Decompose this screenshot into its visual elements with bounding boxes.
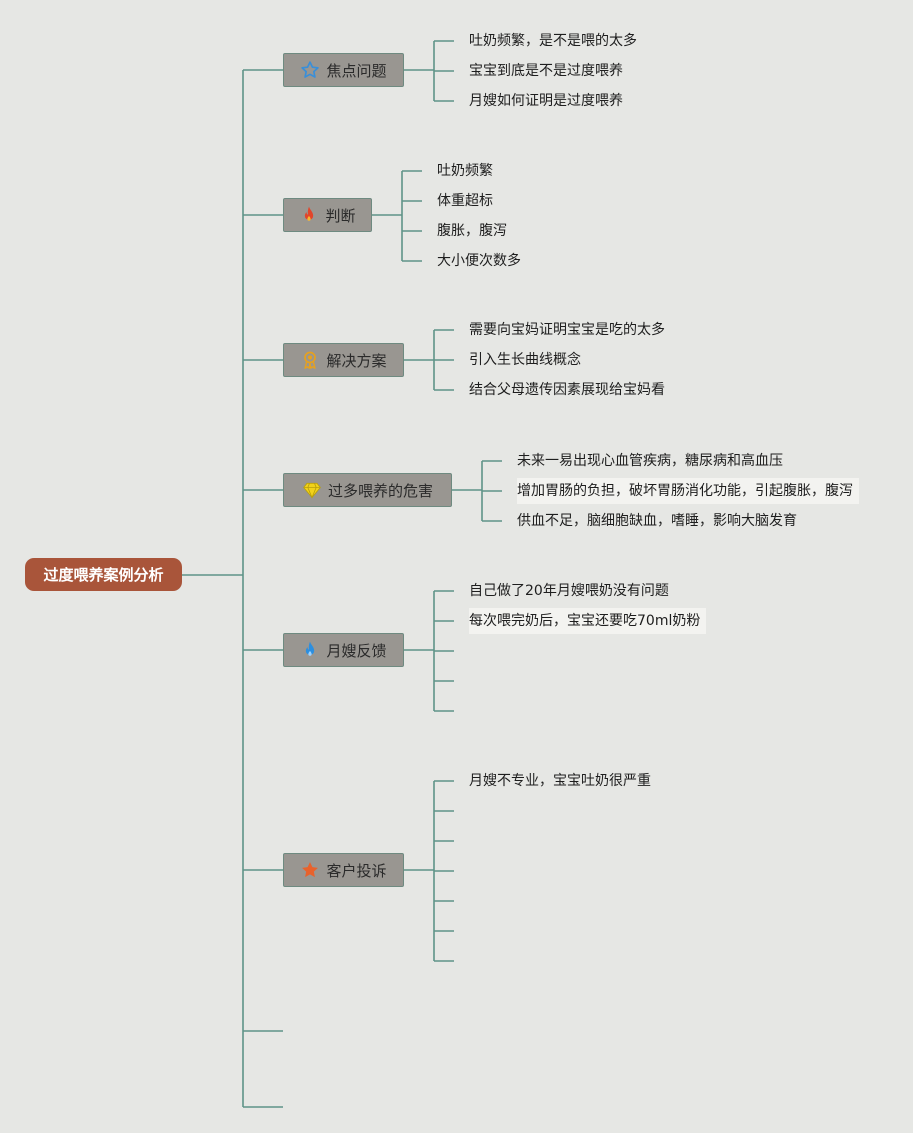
diamond-icon bbox=[302, 480, 322, 500]
leaf-item[interactable]: 宝宝到底是不是过度喂养 bbox=[469, 63, 623, 79]
water-flame-icon bbox=[300, 640, 320, 660]
leaf-item[interactable]: 引入生长曲线概念 bbox=[469, 352, 581, 368]
star-filled-icon bbox=[300, 860, 320, 880]
leaf-item[interactable]: 大小便次数多 bbox=[437, 253, 521, 269]
leaf-item[interactable]: 供血不足，脑细胞缺血，嗜睡，影响大脑发育 bbox=[517, 513, 797, 529]
branch-node-2[interactable]: 判断 bbox=[283, 198, 372, 232]
leaf-item[interactable]: 每次喂完奶后，宝宝还要吃70ml奶粉 bbox=[469, 608, 707, 634]
leaf-item[interactable]: 体重超标 bbox=[437, 193, 493, 209]
branch-label: 解决方案 bbox=[326, 351, 387, 370]
branch-label: 客户投诉 bbox=[326, 861, 387, 880]
leaf-item[interactable]: 吐奶频繁，是不是喂的太多 bbox=[469, 33, 637, 49]
leaf-item[interactable]: 需要向宝妈证明宝宝是吃的太多 bbox=[469, 322, 665, 338]
root-label: 过度喂养案例分析 bbox=[43, 566, 164, 584]
star-outline-icon bbox=[300, 60, 320, 80]
branch-label: 焦点问题 bbox=[326, 61, 387, 80]
leaf-item[interactable]: 自己做了20年月嫂喂奶没有问题 bbox=[469, 583, 669, 599]
branch-node-3[interactable]: 解决方案 bbox=[283, 343, 404, 377]
branch-label: 判断 bbox=[325, 206, 356, 225]
medal-icon bbox=[300, 350, 320, 370]
leaf-item[interactable]: 未来一易出现心血管疾病，糖尿病和高血压 bbox=[517, 453, 783, 469]
branch-node-6[interactable]: 客户投诉 bbox=[283, 853, 404, 887]
root-node[interactable]: 过度喂养案例分析 bbox=[25, 558, 182, 591]
branch-node-1[interactable]: 焦点问题 bbox=[283, 53, 404, 87]
leaf-item[interactable]: 月嫂如何证明是过度喂养 bbox=[469, 93, 623, 109]
leaf-item[interactable]: 腹胀，腹泻 bbox=[437, 223, 507, 239]
leaf-item[interactable]: 增加胃肠的负担，破坏胃肠消化功能，引起腹胀，腹泻 bbox=[517, 478, 859, 504]
leaf-item[interactable]: 结合父母遗传因素展现给宝妈看 bbox=[469, 382, 665, 398]
branch-node-4[interactable]: 过多喂养的危害 bbox=[283, 473, 452, 507]
branch-node-5[interactable]: 月嫂反馈 bbox=[283, 633, 404, 667]
leaf-item[interactable]: 月嫂不专业，宝宝吐奶很严重 bbox=[469, 773, 651, 789]
branch-label: 过多喂养的危害 bbox=[327, 481, 433, 500]
leaf-item[interactable]: 吐奶频繁 bbox=[437, 163, 493, 179]
fire-icon bbox=[299, 205, 319, 225]
branch-label: 月嫂反馈 bbox=[326, 641, 387, 660]
